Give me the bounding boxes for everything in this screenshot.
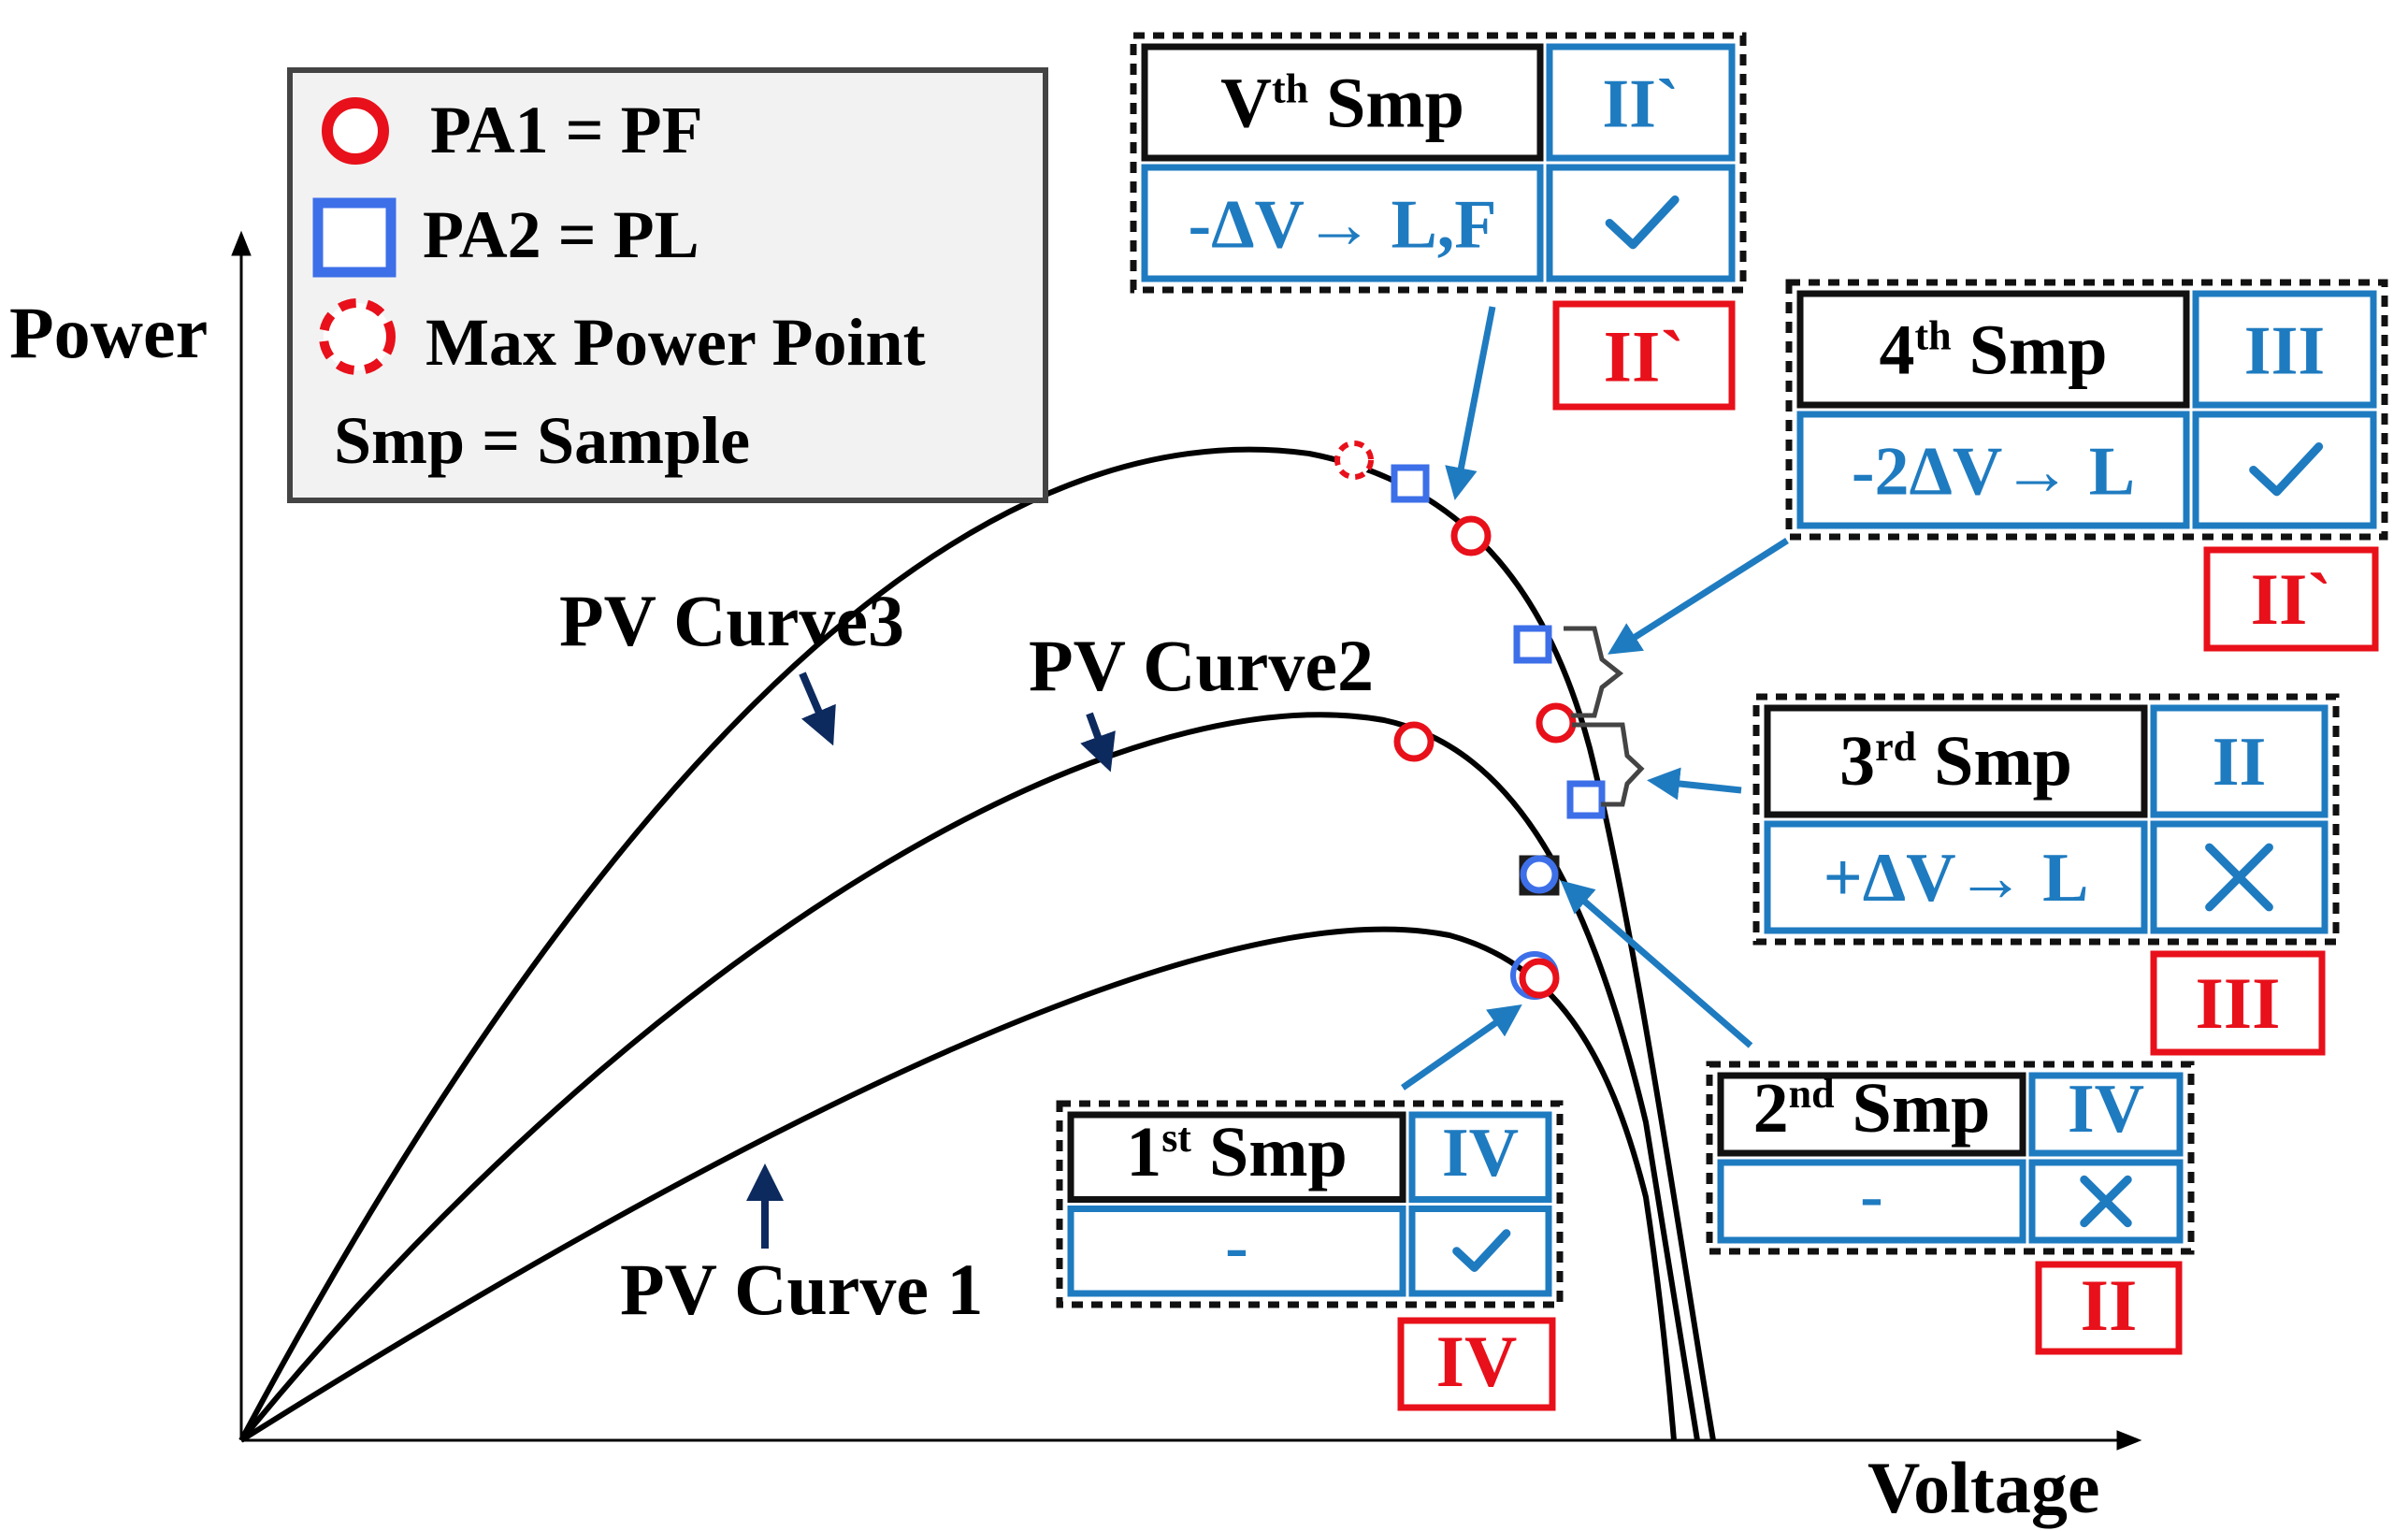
next-region-box <box>2035 1261 2183 1355</box>
check-icon <box>1605 195 1680 250</box>
pf-point-4 <box>1536 702 1577 744</box>
sample-action-cell <box>1067 1206 1406 1297</box>
sample-header-cell <box>1067 1111 1406 1203</box>
sample-action-label: -2ΔV→ L <box>1852 434 2135 511</box>
sample-pointer-arrow <box>1400 1004 1522 1090</box>
sample-action-cell <box>1717 1159 2026 1244</box>
sample-action-label: -ΔV→ L,F <box>1188 187 1496 264</box>
sample-action-label: +ΔV→ L <box>1824 840 2089 917</box>
sample-action-label: - <box>1225 1209 1248 1286</box>
curve-2-label: PV Curve2 <box>1029 625 1374 706</box>
sample-header-cell <box>1796 290 2190 409</box>
curve-3-label: PV Curve3 <box>559 580 904 661</box>
sample-4-box: 4th Smp III -2ΔV→ L II` <box>1608 279 2388 655</box>
curve-3-arrow <box>799 672 836 746</box>
bracket-3 <box>1572 722 1645 807</box>
next-region-label: II` <box>1604 316 1685 397</box>
pl-point-5 <box>1391 464 1430 503</box>
operating-points <box>1334 441 1606 1000</box>
legend-pf-label: PA1 = PF <box>430 93 703 167</box>
sample-pointer-arrow <box>1445 306 1496 500</box>
sample-region-label: IV <box>1442 1115 1519 1192</box>
next-region-box <box>2150 950 2326 1056</box>
sample-header-label: 1st Smp <box>1126 1113 1348 1192</box>
next-region-box <box>1397 1317 1556 1411</box>
pl-legend-icon <box>312 197 397 278</box>
next-region-label: III <box>2195 962 2280 1044</box>
sample-region-cell <box>2150 704 2329 818</box>
sample-header-cell <box>1764 704 2148 818</box>
pv-curve-1 <box>239 926 1677 1443</box>
sample-region-label: IV <box>2068 1071 2144 1148</box>
sample-3-box: 3rd Smp II +ΔV→ L III <box>1647 693 2340 1056</box>
axes: Power Voltage <box>9 230 2142 1528</box>
pf-point-curve2 <box>1393 721 1435 762</box>
sample-region-label: II <box>2213 724 2267 801</box>
sample-region-cell <box>1408 1111 1552 1203</box>
check-icon <box>2249 442 2324 497</box>
sample-region-cell <box>1546 43 1736 162</box>
sample-pointer-arrow <box>1647 767 1742 801</box>
sample-action-cell <box>1796 411 2190 529</box>
sample-frame <box>1706 1061 2195 1255</box>
sample-result-cell <box>1408 1206 1552 1297</box>
pf-point-1 <box>1519 958 1560 999</box>
sample-brackets <box>1564 626 1645 807</box>
sample-frame <box>1130 32 1747 294</box>
legend-pl-label: PA2 = PL <box>423 197 699 272</box>
mpp-legend-icon <box>319 298 396 375</box>
legend-box <box>287 67 1048 503</box>
sample-region-cell <box>2028 1072 2184 1157</box>
pf-point-2 <box>1520 855 1559 894</box>
curve-labels: PV Curve3 PV Curve2 PV Curve 1 <box>559 580 1374 1330</box>
sample-result-cell <box>2192 411 2377 529</box>
next-region-box <box>1552 300 1736 411</box>
sample-region-cell <box>2192 290 2377 409</box>
curve-2-arrow <box>1080 712 1116 773</box>
legend: PA1 = PF PA2 = PL Max Power Point Smp = … <box>287 67 1048 503</box>
sample-frame <box>1056 1100 1564 1308</box>
next-region-label: II` <box>2251 558 2332 640</box>
check-icon <box>1452 1229 1511 1272</box>
sample-action-cell <box>1141 164 1544 282</box>
bracket-4 <box>1564 626 1624 718</box>
pl-point-4 <box>1513 625 1552 664</box>
sample-2-box: 2nd Smp IV - II <box>1560 880 2195 1355</box>
next-region-box <box>2203 546 2379 652</box>
y-axis-label: Power <box>9 292 208 373</box>
max-power-point-marker <box>1334 441 1374 480</box>
sample-region-label: II` <box>1602 66 1679 143</box>
pf-legend-icon <box>322 97 389 165</box>
sample-header-label: 4th Smp <box>1880 311 2108 390</box>
pf-point-5 <box>1450 515 1492 556</box>
curve-1-label: PV Curve 1 <box>620 1249 984 1330</box>
pl-point-3 <box>1566 780 1606 819</box>
sample-result-cell <box>1546 164 1736 282</box>
cross-icon <box>2205 843 2273 912</box>
legend-smp-label: Smp = Sample <box>334 403 750 478</box>
sample-pointer-arrow <box>1560 880 1753 1048</box>
sample-region-label: III <box>2244 313 2325 390</box>
next-region-label: IV <box>1436 1321 1518 1402</box>
next-region-label: II <box>2081 1264 2138 1346</box>
sample-header-cell <box>1717 1072 2026 1157</box>
sample-action-cell <box>1764 820 2148 934</box>
sample-header-label: 2nd Smp <box>1753 1069 1991 1148</box>
sample-header-cell <box>1141 43 1544 162</box>
sample-pointer-arrow <box>1608 538 1789 655</box>
sample-header-label: 3rd Smp <box>1839 722 2072 801</box>
sample-header-label: Vth Smp <box>1220 65 1464 143</box>
legend-mpp-label: Max Power Point <box>425 305 926 380</box>
x-axis-label: Voltage <box>1867 1447 2099 1528</box>
sample-action-label: - <box>1860 1158 1883 1235</box>
sample-frame <box>1785 279 2388 541</box>
cross-icon <box>2080 1175 2132 1228</box>
